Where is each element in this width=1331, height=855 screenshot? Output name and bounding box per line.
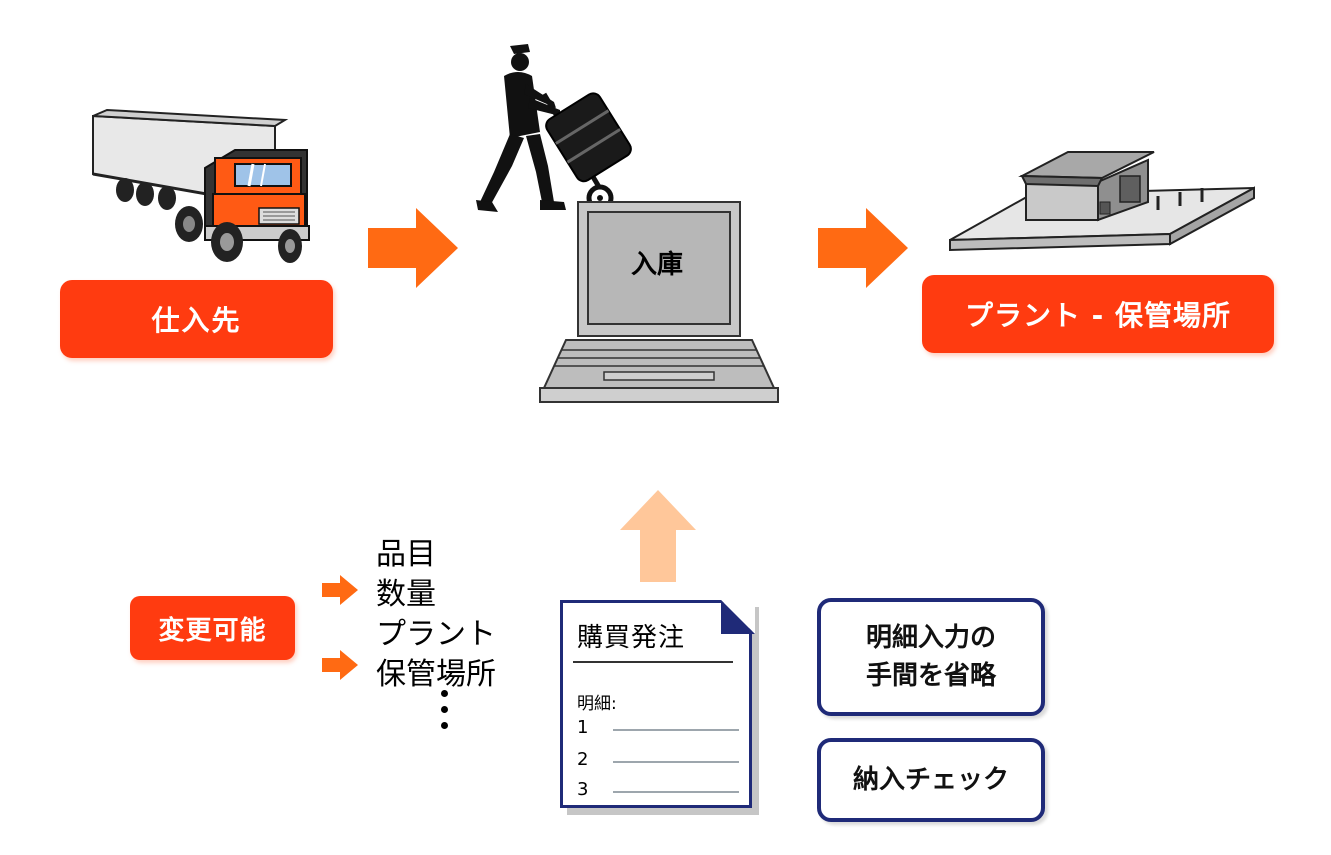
detail-line: 2: [577, 749, 739, 770]
arrow-up-icon: [620, 490, 696, 582]
changeable-field-list: 品目 数量 プラント 保管場所: [376, 535, 526, 695]
warehouse-icon: [949, 151, 1255, 252]
field-material: 品目: [376, 537, 436, 572]
field-plant: プラント: [376, 617, 496, 652]
purchase-order-title: 購買発注: [577, 623, 686, 653]
supplier-label: 仕入先: [60, 280, 333, 358]
vertical-ellipsis-icon: [438, 690, 450, 736]
changeable-label: 変更可能: [130, 596, 295, 660]
delivery-check-box: 納入チェック: [817, 738, 1045, 822]
detail-line: 1: [577, 717, 739, 738]
arrow-right-icon: [368, 208, 458, 288]
divider: [573, 661, 733, 663]
truck-icon: [92, 108, 310, 263]
arrow-right-icon: [322, 575, 358, 605]
arrow-right-icon: [818, 208, 908, 288]
goods-receipt-label: 入庫: [630, 250, 683, 280]
arrow-right-icon: [322, 650, 358, 680]
omit-detail-entry-box: 明細入力の 手間を省略: [817, 598, 1045, 716]
worker-with-hand-truck-icon: [476, 44, 632, 212]
detail-label: 明細:: [577, 694, 617, 714]
detail-line: 3: [577, 779, 739, 800]
field-quantity: 数量: [376, 577, 436, 612]
folded-corner-icon: [721, 600, 755, 634]
purchase-order-document: 購買発注 明細: 1 2 3: [560, 600, 755, 808]
plant-storage-location-label: プラント - 保管場所: [922, 275, 1274, 353]
field-storage-location: 保管場所: [376, 657, 496, 692]
laptop-icon: [539, 201, 779, 403]
